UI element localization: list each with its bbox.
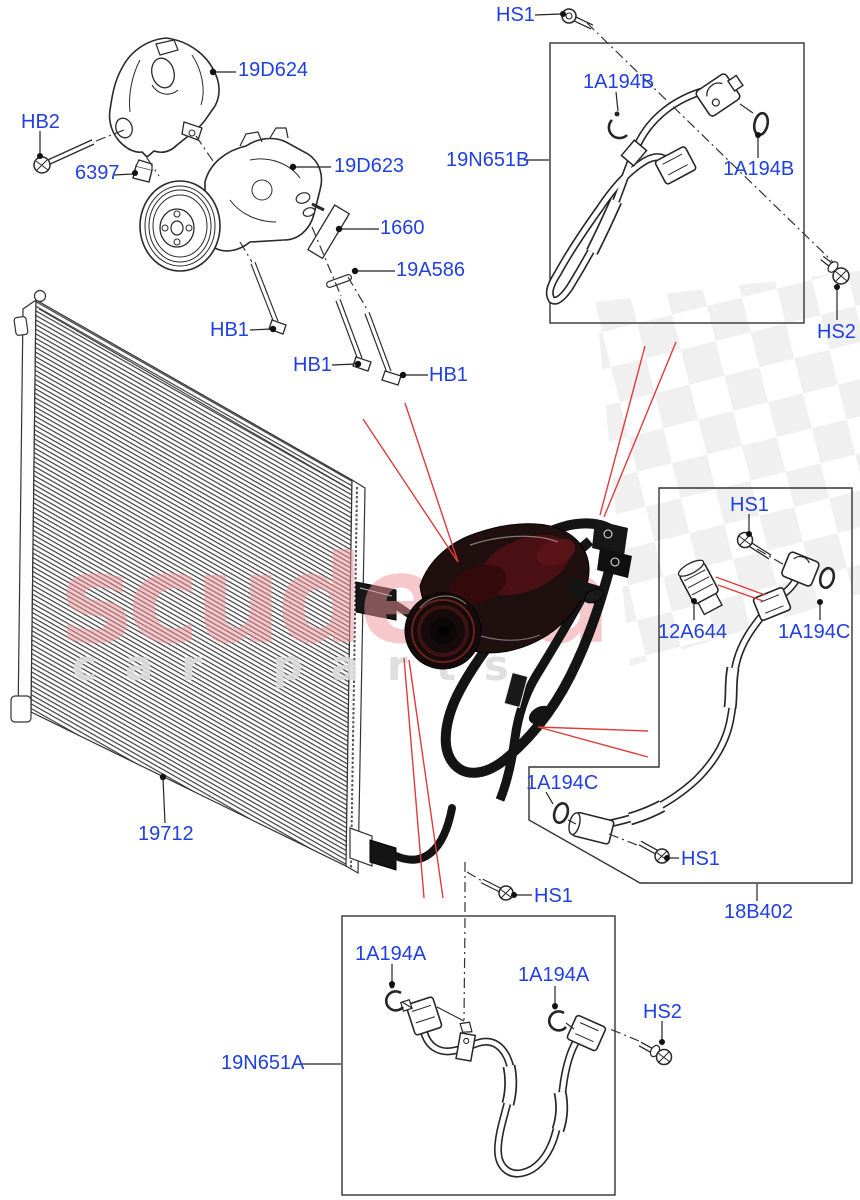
part-label-1a194c-a[interactable]: 1A194C (778, 621, 851, 643)
bolt-hs1-box2-drawing (638, 840, 670, 864)
bolt-hs1-left-drawing (480, 878, 514, 901)
bolt-hb2-drawing (33, 139, 95, 174)
part-label-hs1-top[interactable]: HS1 (496, 4, 535, 26)
part-label-hb1-a[interactable]: HB1 (210, 319, 249, 341)
bracket-drawing (108, 37, 220, 159)
sensor-12a644-drawing (677, 559, 723, 616)
part-label-18b402[interactable]: 18B402 (724, 901, 793, 923)
part-label-19d623[interactable]: 19D623 (334, 155, 405, 177)
bolts-hb1-drawing (250, 262, 402, 386)
leader-lines (39, 13, 838, 1065)
part-label-19d624[interactable]: 19D624 (238, 59, 309, 81)
bolt-hs2-top-drawing (820, 255, 850, 285)
bolt-hs2-bottom-drawing (638, 1041, 673, 1066)
hose-19n651b-drawing (545, 73, 770, 305)
part-label-1a194a-b[interactable]: 1A194A (518, 964, 590, 986)
part-label-12a644[interactable]: 12A644 (658, 621, 727, 643)
part-label-hs1-mid[interactable]: HS1 (730, 494, 769, 516)
callout-boxes (341, 42, 853, 1196)
part-label-19n651b[interactable]: 19N651B (446, 149, 530, 171)
box-19n651b (549, 42, 805, 324)
part-label-hs1-box2[interactable]: HS1 (681, 848, 720, 870)
part-label-1a194b-a[interactable]: 1A194B (583, 71, 655, 93)
part-label-1a194b-b[interactable]: 1A194B (723, 158, 795, 180)
box-19n651a (341, 915, 616, 1196)
part-label-hs2-bottom[interactable]: HS2 (643, 1001, 682, 1023)
hose-18b402-drawing (552, 551, 836, 845)
part-label-1660[interactable]: 1660 (380, 217, 425, 239)
leader-dots (37, 11, 840, 1045)
condenser-drawing (10, 289, 373, 875)
part-label-hb1-c[interactable]: HB1 (429, 364, 468, 386)
label-plate-1660-drawing (307, 204, 351, 260)
part-label-hb1-b[interactable]: HB1 (293, 354, 332, 376)
part-label-1a194a-a[interactable]: 1A194A (355, 943, 427, 965)
compressor-drawing (139, 127, 325, 272)
part-label-hs1-left[interactable]: HS1 (534, 885, 573, 907)
red-pointer-lines (362, 341, 766, 899)
part-label-1a194c-b[interactable]: 1A194C (526, 772, 599, 794)
condenser-fittings-drawing (355, 581, 456, 871)
part-label-19a586[interactable]: 19A586 (396, 259, 465, 281)
hose-19n651a-drawing (384, 983, 607, 1178)
part-label-19n651a[interactable]: 19N651A (221, 1052, 305, 1074)
box-18b402 (528, 487, 853, 884)
part-label-hs2-top[interactable]: HS2 (817, 321, 856, 343)
stud-19a586-drawing (326, 273, 352, 289)
part-label-6397[interactable]: 6397 (75, 162, 120, 184)
part-label-19712[interactable]: 19712 (138, 823, 194, 845)
assembly-dash-lines (95, 22, 834, 1042)
part-label-hb2[interactable]: HB2 (21, 111, 60, 133)
compressor-assembly-drawing (404, 518, 632, 802)
